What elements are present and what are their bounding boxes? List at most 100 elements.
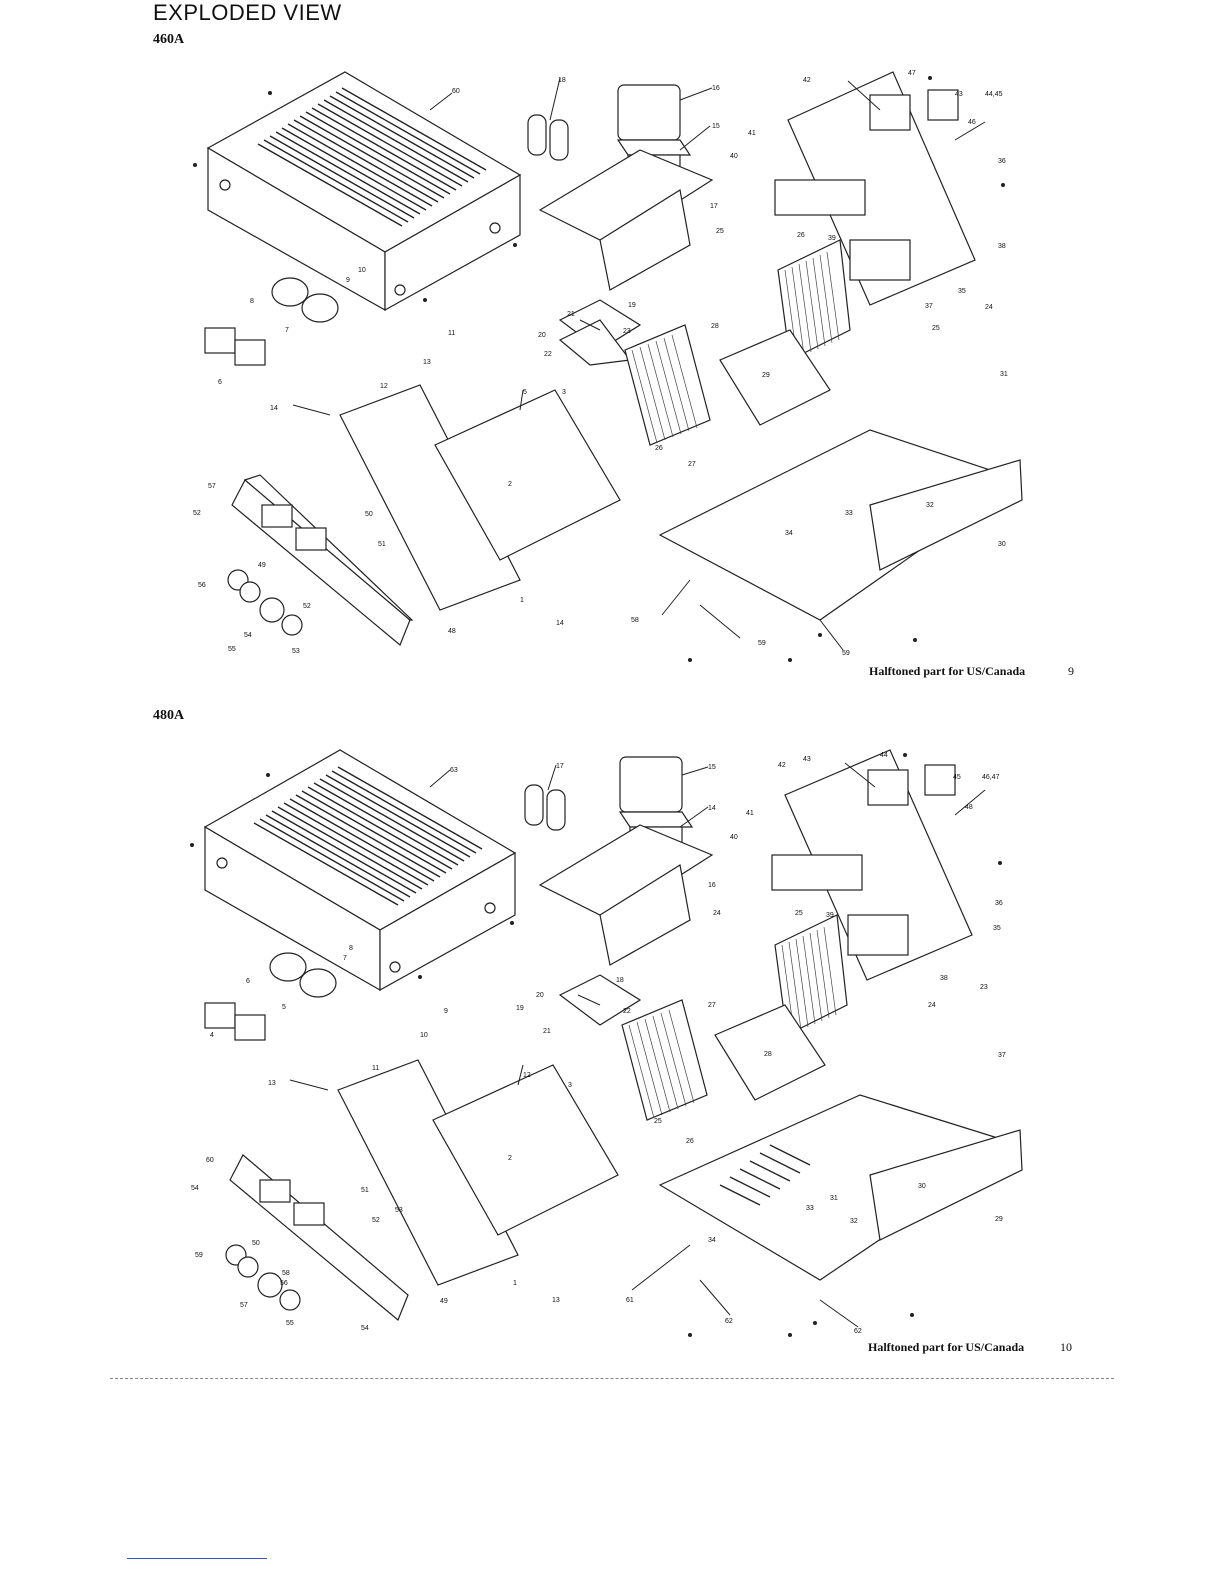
svg-text:8: 8	[349, 945, 353, 952]
svg-text:22: 22	[544, 351, 552, 358]
svg-text:44: 44	[880, 752, 888, 759]
svg-text:14: 14	[708, 805, 716, 812]
svg-text:3: 3	[562, 389, 566, 396]
svg-text:24: 24	[713, 910, 721, 917]
capacitors	[524, 784, 566, 831]
svg-text:43: 43	[803, 756, 811, 763]
svg-text:41: 41	[746, 810, 754, 817]
part-number-labels: 63 17 15 14 41 40 42 43 44 45 46,47 48 3…	[191, 752, 1006, 1335]
svg-text:11: 11	[372, 1065, 379, 1072]
svg-text:29: 29	[762, 372, 770, 379]
svg-text:31: 31	[1000, 371, 1008, 378]
svg-text:18: 18	[558, 77, 566, 84]
svg-text:63: 63	[450, 767, 458, 774]
svg-text:38: 38	[940, 975, 948, 982]
svg-text:12: 12	[523, 1072, 531, 1079]
svg-text:56: 56	[198, 582, 206, 589]
svg-text:28: 28	[711, 323, 719, 330]
svg-text:1: 1	[520, 597, 524, 604]
svg-text:14: 14	[556, 620, 564, 627]
svg-text:13: 13	[423, 359, 431, 366]
svg-text:20: 20	[538, 332, 546, 339]
svg-text:10: 10	[420, 1032, 428, 1039]
svg-text:32: 32	[926, 502, 934, 509]
front-panel	[225, 1154, 409, 1321]
leader-lines	[292, 77, 986, 651]
svg-text:19: 19	[628, 302, 636, 309]
svg-text:22: 22	[623, 1008, 631, 1015]
svg-text:37: 37	[925, 303, 933, 310]
svg-text:32: 32	[850, 1218, 858, 1225]
page-number-460a: 9	[1068, 664, 1074, 678]
svg-text:7: 7	[285, 327, 289, 334]
front-subpanel	[339, 384, 621, 611]
svg-text:17: 17	[556, 763, 564, 770]
svg-text:33: 33	[806, 1205, 814, 1212]
svg-text:35: 35	[993, 925, 1001, 932]
svg-text:48: 48	[448, 628, 456, 635]
svg-text:17: 17	[710, 203, 718, 210]
svg-text:26: 26	[797, 232, 805, 239]
svg-text:4: 4	[210, 1032, 214, 1039]
svg-text:14: 14	[270, 405, 278, 412]
page-divider	[110, 1378, 1114, 1379]
svg-text:57: 57	[208, 483, 216, 490]
svg-text:54: 54	[361, 1325, 369, 1332]
svg-text:62: 62	[854, 1328, 862, 1335]
svg-text:9: 9	[444, 1008, 448, 1015]
section-model-460a: 460A	[153, 32, 185, 47]
svg-text:54: 54	[244, 632, 252, 639]
svg-text:46,47: 46,47	[982, 774, 1000, 781]
front-subpanel	[337, 1059, 619, 1286]
svg-text:61: 61	[626, 1297, 634, 1304]
chassis	[658, 329, 1023, 621]
svg-text:51: 51	[378, 541, 386, 548]
svg-text:49: 49	[440, 1298, 448, 1305]
screws	[190, 753, 1002, 1337]
svg-text:47: 47	[908, 70, 916, 77]
svg-text:60: 60	[206, 1157, 214, 1164]
svg-text:19: 19	[516, 1005, 524, 1012]
svg-text:27: 27	[708, 1002, 716, 1009]
rear-panel	[774, 71, 976, 306]
svg-text:53: 53	[292, 648, 300, 655]
section-model-480a: 480A	[153, 708, 185, 723]
svg-text:24: 24	[985, 304, 993, 311]
rear-panel	[771, 749, 973, 981]
svg-text:3: 3	[568, 1082, 572, 1089]
cover-housing	[203, 749, 517, 992]
svg-text:35: 35	[958, 288, 966, 295]
svg-text:11: 11	[448, 330, 455, 337]
svg-text:7: 7	[343, 955, 347, 962]
page-title: EXPLODED VIEW	[153, 0, 342, 25]
svg-text:34: 34	[708, 1237, 716, 1244]
heatsinks	[621, 914, 848, 1121]
footer-link-underline	[127, 1558, 267, 1559]
svg-text:39: 39	[826, 912, 834, 919]
svg-text:27: 27	[688, 461, 696, 468]
svg-text:1: 1	[513, 1280, 517, 1287]
svg-text:25: 25	[795, 910, 803, 917]
svg-text:52: 52	[193, 510, 201, 517]
svg-text:36: 36	[998, 158, 1006, 165]
meters	[204, 952, 337, 1041]
svg-text:16: 16	[708, 882, 716, 889]
svg-text:5: 5	[282, 1004, 286, 1011]
svg-text:15: 15	[708, 764, 716, 771]
svg-text:55: 55	[286, 1320, 294, 1327]
svg-text:23: 23	[980, 984, 988, 991]
svg-text:59: 59	[842, 650, 850, 657]
svg-text:50: 50	[252, 1240, 260, 1247]
cover-housing	[206, 71, 522, 312]
meters	[204, 277, 339, 366]
svg-text:34: 34	[785, 530, 793, 537]
svg-text:54: 54	[191, 1185, 199, 1192]
svg-text:26: 26	[655, 445, 663, 452]
svg-text:57: 57	[240, 1302, 248, 1309]
svg-text:60: 60	[452, 88, 460, 95]
svg-text:59: 59	[758, 640, 766, 647]
svg-text:43: 43	[955, 91, 963, 98]
svg-text:36: 36	[995, 900, 1003, 907]
svg-text:58: 58	[631, 617, 639, 624]
capacitors	[527, 114, 569, 161]
